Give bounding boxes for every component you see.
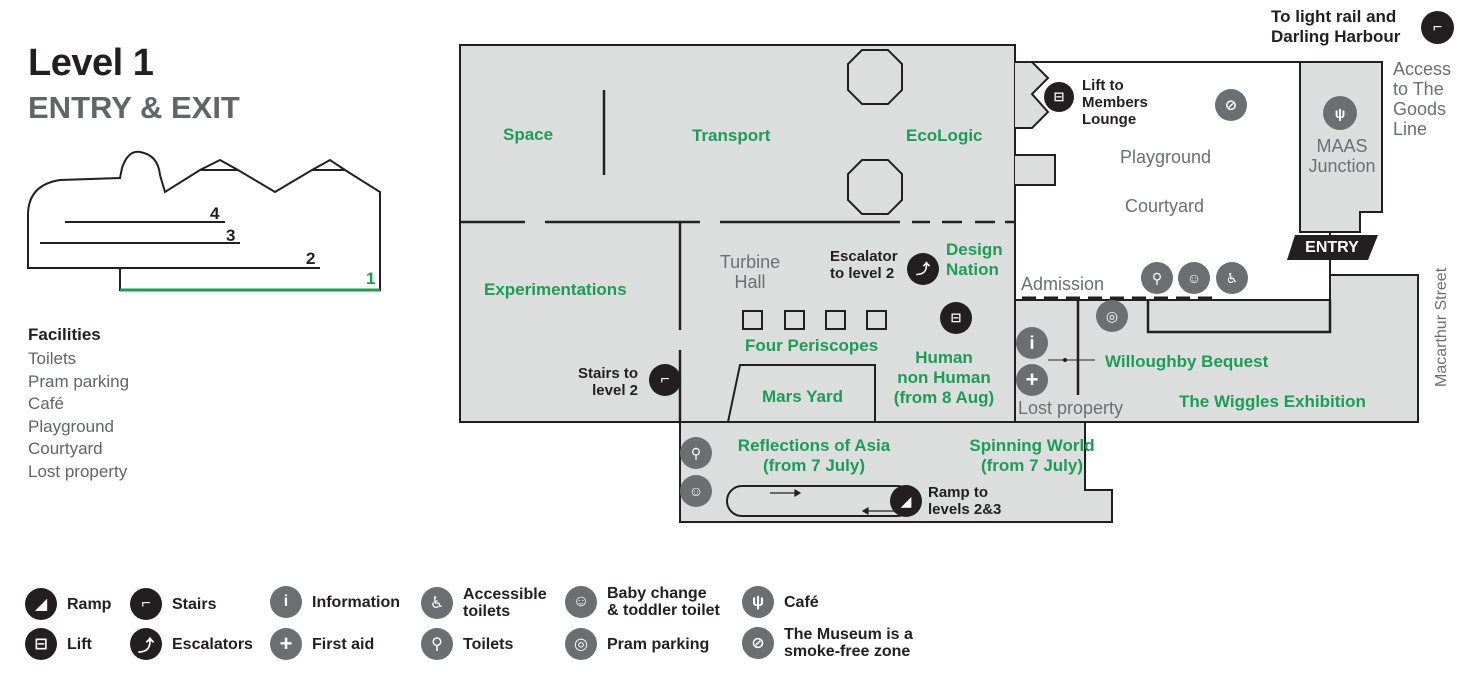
facility-item: Toilets	[28, 349, 77, 368]
legend-cafe: ψ Café	[742, 586, 819, 618]
escalator-icon: ⤴	[130, 628, 162, 660]
toilets-icon: ⚲	[421, 628, 453, 660]
first-aid-icon: +	[270, 628, 302, 660]
gallery-ecologic: EcoLogic	[906, 126, 983, 145]
accessible-toilet-icon: ♿	[1216, 262, 1248, 294]
legend-stairs: ⌐ Stairs	[130, 588, 216, 620]
area-playground: Playground	[1120, 147, 1212, 167]
gallery-transport: Transport	[692, 126, 771, 145]
baby-change-icon: ☺	[565, 586, 597, 618]
cafe-icon: ψ	[742, 586, 774, 618]
level-2-label: 2	[306, 249, 316, 268]
gallery-willoughby-bequest: Willoughby Bequest	[1105, 352, 1269, 371]
legend-first-aid: + First aid	[270, 628, 374, 660]
goods-line-label: Access to The Goods Line	[1393, 59, 1452, 139]
legend-toilets: ⚲ Toilets	[421, 628, 513, 660]
stairs-icon[interactable]: ⌐	[1421, 11, 1454, 44]
legend-ramp: ◢ Ramp	[25, 588, 111, 620]
ramp-label: Ramp to levels 2&3	[928, 484, 1002, 518]
first-aid-icon[interactable]: +	[1016, 364, 1048, 396]
stairs-icon: ⌐	[130, 588, 162, 620]
gallery-space: Space	[503, 125, 554, 144]
ramp-icon: ◢	[25, 588, 57, 620]
gallery-experimentations: Experimentations	[484, 280, 627, 299]
facility-item: Courtyard	[28, 439, 103, 459]
facilities-heading: Facilities	[28, 325, 101, 344]
legend-pram-parking: ◎ Pram parking	[565, 628, 709, 660]
lift-icon[interactable]: ⊟	[1044, 82, 1074, 112]
lift-members-lounge-label: Lift to Members Lounge	[1082, 77, 1148, 128]
no-smoking-icon: ⊘	[742, 627, 774, 659]
cafe-icon: ψ	[1323, 96, 1357, 130]
facility-item: Lost property	[28, 461, 128, 481]
entry-badge[interactable]: ENTRY	[1305, 239, 1359, 256]
area-admission: Admission	[1021, 274, 1105, 294]
legend-baby-change: ☺ Baby change& toddler toilet	[565, 585, 720, 619]
page-subtitle: ENTRY & EXIT	[28, 90, 240, 125]
facility-item: Café	[28, 394, 64, 414]
light-rail-label: To light rail and Darling Harbour	[1271, 7, 1401, 46]
stairs-label: Stairs to level 2	[578, 365, 639, 399]
page-title: Level 1	[28, 42, 154, 84]
level-3-label: 3	[226, 226, 236, 245]
escalator-icon[interactable]: ⤴	[907, 253, 939, 285]
lift-icon[interactable]: ⊟	[940, 302, 972, 334]
level-1-label: 1	[366, 269, 376, 288]
area-turbine-hall: Turbine Hall	[719, 252, 781, 292]
accessible-toilet-icon: ♿	[421, 587, 453, 619]
legend-lift: ⊟ Lift	[25, 628, 92, 660]
baby-change-icon: ☺	[680, 475, 712, 507]
area-lost-property: Lost property	[1018, 398, 1124, 418]
stairs-icon[interactable]: ⌐	[649, 364, 681, 396]
legend-escalators: ⤴ Escalators	[130, 628, 253, 660]
pram-icon: ◎	[565, 628, 597, 660]
gallery-spinning-world: Spinning World (from 7 July)	[969, 436, 1095, 475]
gallery-wiggles-exhibition: The Wiggles Exhibition	[1179, 392, 1366, 411]
baby-change-icon: ☺	[1178, 262, 1210, 294]
gallery-four-periscopes: Four Periscopes	[745, 336, 879, 355]
facility-item: Pram parking	[28, 371, 130, 391]
area-maas-junction: MAAS Junction	[1308, 136, 1376, 176]
gallery-reflections-of-asia: Reflections of Asia (from 7 July)	[737, 436, 891, 475]
area-courtyard: Courtyard	[1125, 196, 1205, 216]
level-diagram	[27, 150, 381, 292]
gallery-human-non-human: Human non Human (from 8 Aug)	[893, 348, 995, 407]
level-4-label: 4	[210, 204, 220, 223]
legend-information: i Information	[270, 586, 400, 618]
escalator-label: Escalator to level 2	[830, 248, 898, 282]
no-smoking-icon: ⊘	[1215, 89, 1247, 121]
lift-icon: ⊟	[25, 628, 57, 660]
information-icon[interactable]: i	[1016, 327, 1048, 359]
gallery-design-nation: Design Nation	[946, 240, 1003, 279]
toilets-icon: ⚲	[1141, 262, 1173, 294]
ramp-icon[interactable]: ◢	[890, 485, 922, 517]
information-icon: i	[270, 586, 302, 618]
street-label: Macarthur Street	[1433, 267, 1450, 387]
facilities-list: Toilets Pram parking Café Playground Cou…	[28, 348, 129, 484]
pram-icon: ◎	[1096, 300, 1128, 332]
facility-item: Playground	[28, 416, 115, 436]
gallery-mars-yard: Mars Yard	[762, 387, 843, 406]
toilets-icon: ⚲	[680, 437, 712, 469]
